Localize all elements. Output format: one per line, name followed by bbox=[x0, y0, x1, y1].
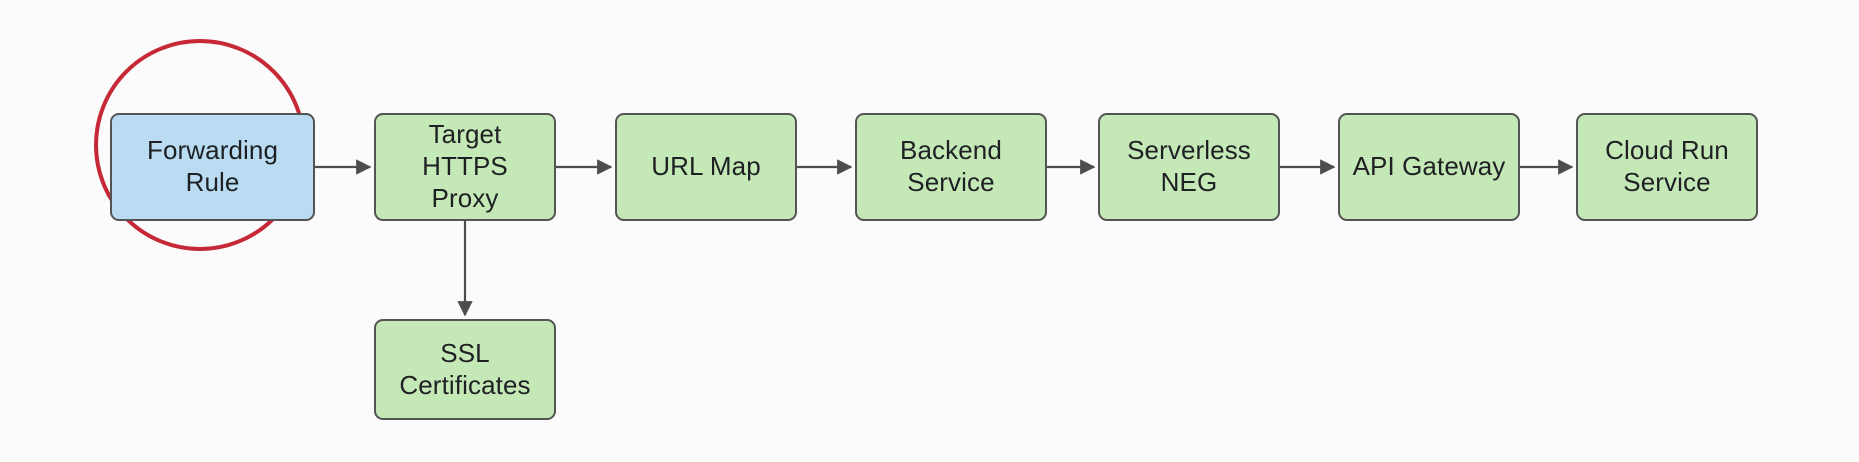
node-api-gateway[interactable]: API Gateway bbox=[1338, 113, 1520, 221]
node-url-map[interactable]: URL Map bbox=[615, 113, 797, 221]
node-forwarding-rule[interactable]: Forwarding Rule bbox=[110, 113, 315, 221]
node-label-api-gateway: API Gateway bbox=[1352, 151, 1506, 182]
node-label-forwarding-rule: Forwarding Rule bbox=[146, 135, 279, 197]
node-label-backend-service: Backend Service bbox=[900, 135, 1002, 197]
node-label-url-map: URL Map bbox=[651, 151, 761, 182]
node-target-https-proxy[interactable]: Target HTTPS Proxy bbox=[374, 113, 556, 221]
node-label-ssl-certificates: SSL Certificates bbox=[399, 337, 531, 400]
node-ssl-certificates[interactable]: SSL Certificates bbox=[374, 319, 556, 420]
node-serverless-neg[interactable]: Serverless NEG bbox=[1098, 113, 1280, 221]
node-backend-service[interactable]: Backend Service bbox=[855, 113, 1047, 221]
node-cloud-run-service[interactable]: Cloud Run Service bbox=[1576, 113, 1758, 221]
node-label-cloud-run-service: Cloud Run Service bbox=[1605, 135, 1729, 197]
node-label-target-https-proxy: Target HTTPS Proxy bbox=[422, 119, 508, 213]
node-label-serverless-neg: Serverless NEG bbox=[1127, 135, 1251, 197]
